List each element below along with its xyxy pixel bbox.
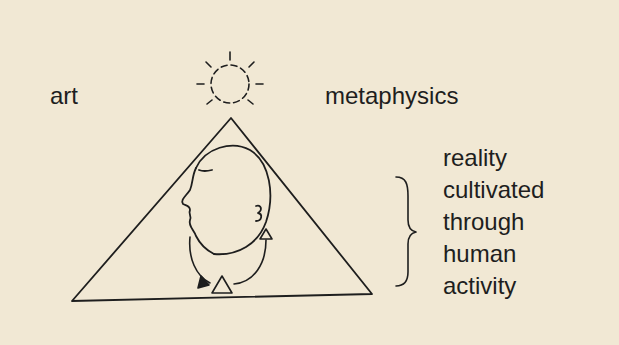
metaphysics-label: metaphysics bbox=[325, 80, 458, 112]
art-label: art bbox=[50, 80, 78, 112]
triangle-outline bbox=[72, 118, 372, 301]
bracket-note: reality cultivated through human activit… bbox=[443, 142, 544, 302]
cycle-arrows bbox=[190, 229, 272, 293]
sun-symbol bbox=[197, 52, 263, 104]
curly-bracket bbox=[396, 177, 416, 286]
face-profile bbox=[182, 146, 270, 255]
